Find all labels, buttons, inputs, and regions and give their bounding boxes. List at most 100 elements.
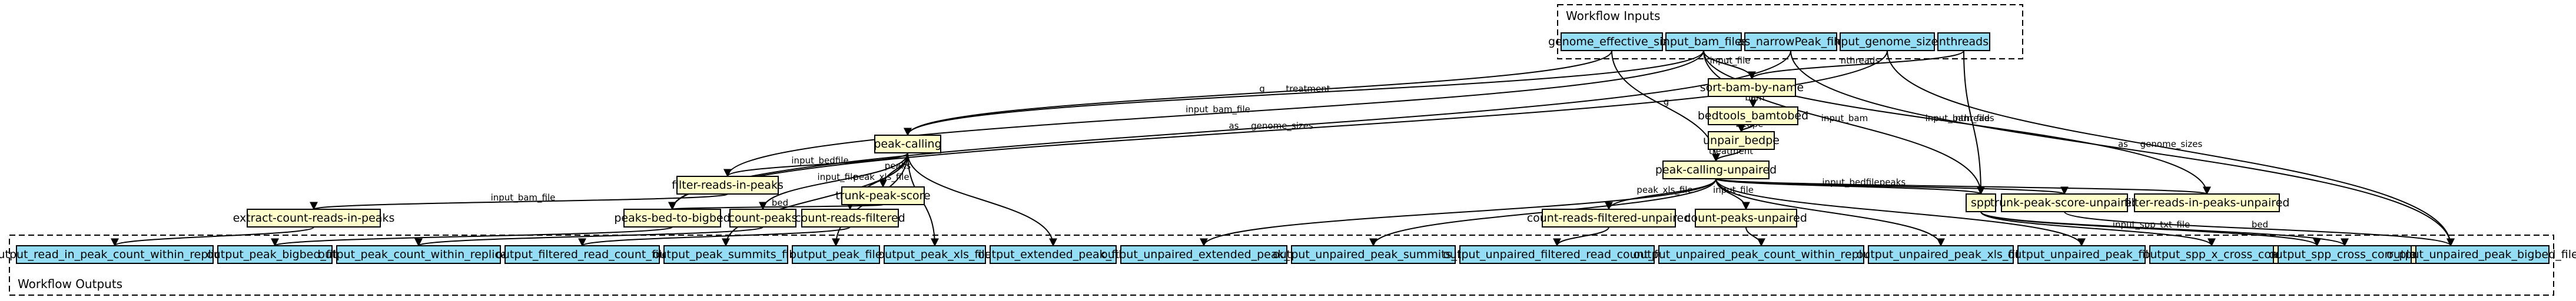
node-label: output_read_in_peak_count_within_replica…: [0, 248, 238, 261]
node-box: [2278, 245, 2412, 264]
edge-peak-calling-to-count-peaks: [759, 152, 908, 210]
node-peak-calling-unpaired: peak-calling-unpaired: [1655, 160, 1777, 179]
edge-extract-count-reads-in-peaks-to-output-read-in-peak-count-within-replicate: [111, 226, 314, 247]
edge-label: nthreads: [1841, 55, 1880, 66]
node-label: peak-calling-unpaired: [1655, 163, 1777, 176]
node-box: [1966, 193, 1996, 212]
node-output-spp-cross-corr-plot: output_spp_cross_corr_plot: [2269, 245, 2421, 264]
cluster-workflow-inputs: Workflow Inputs: [1557, 4, 2023, 59]
node-output-peak-xls-file: output_peak_xls_file: [878, 245, 992, 264]
node-label: output_unpaired_peak_bigbed_file: [2386, 248, 2576, 261]
edge-count-reads-filtered-to-output-filtered-read-count-file: [578, 226, 851, 247]
node-box: [1744, 32, 1837, 51]
node-bedtools-bamtobed: bedtools_bamtobed: [1698, 106, 1808, 125]
node-box: [2149, 245, 2274, 264]
node-input-genome-sizes: input_genome_sizes: [1831, 32, 1944, 51]
node-label: output_filtered_read_count_file: [496, 248, 669, 261]
node-label: output_unpaired_peak_file: [2008, 248, 2156, 261]
node-box: [1840, 32, 1935, 51]
cluster-label-outputs: Workflow Outputs: [18, 277, 122, 291]
node-box: [2415, 245, 2550, 264]
node-label: output_peak_summits_file: [653, 248, 799, 261]
node-output-peak-file: output_peak_file: [789, 245, 882, 264]
node-trunk-peak-score: trunk-peak-score: [835, 186, 931, 205]
node-output-unpaired-peak-summits-file: output_unpaired_peak_summits_file: [1273, 245, 1474, 264]
node-box: [1658, 245, 1864, 264]
edge-input-bam-files-to-filter-reads-in-peaks-unpaired: [1703, 50, 2211, 195]
edge-spp-to-extract-peak-frag-length: [1980, 211, 2321, 247]
node-filter-reads-in-peaks: filter-reads-in-peaks: [672, 176, 784, 195]
node-label: output_peak_count_within_replicate: [318, 248, 519, 261]
node-output-unpaired-peak-xls-file: output_unpaired_peak_xls_file: [1857, 245, 2026, 264]
node-extract-count-reads-in-peaks: extract-count-reads-in-peaks: [233, 209, 394, 228]
edge-label: g: [1259, 83, 1265, 94]
cluster-label-inputs: Workflow Inputs: [1566, 9, 1660, 23]
edge-label: nthreads: [1955, 113, 1994, 123]
node-label: spp: [1971, 196, 1991, 209]
edge-label: input_bam_file: [491, 192, 556, 203]
node-count-peaks: count-peaks: [729, 209, 797, 228]
node-box: [1542, 209, 1676, 228]
node-label: output_spp_cross_corr_plot: [2269, 248, 2421, 261]
node-output-read-in-peak-count-within-replicate: output_read_in_peak_count_within_replica…: [0, 245, 238, 264]
edge-nthreads-to-spp: [1963, 50, 1985, 195]
node-box: [792, 245, 880, 264]
edge-label: input_bedfile: [791, 155, 848, 166]
edge-peak-calling-unpaired-to-output-unpaired-extended-peak-file: [1200, 178, 1717, 247]
node-label: output_unpaired_peak_summits_file: [1273, 248, 1474, 261]
node-label: trunk-peak-score: [835, 189, 931, 202]
node-label: trunk-peak-score-unpaired: [1990, 196, 2139, 209]
node-label: output_spp_x_cross_corr: [2143, 248, 2280, 261]
edge-label: bed: [772, 198, 788, 208]
nodes-layer: genome_effective_sizeinput_bam_filesas_n…: [0, 32, 2576, 264]
node-box: [1561, 32, 1663, 51]
node-output-peak-bigbed-file: output_peak_bigbed_file: [207, 245, 343, 264]
edge-label: input_file: [1710, 55, 1751, 66]
node-trunk-peak-score-unpaired: trunk-peak-score-unpaired: [1990, 193, 2139, 212]
node-output-unpaired-extended-peak-file: output_unpaired_extended_peak_file: [1101, 245, 1307, 264]
node-box: [336, 245, 501, 264]
node-label: peaks-bed-to-bigbed: [614, 212, 730, 225]
node-box: [676, 176, 779, 195]
node-input-bam-files: input_bam_files: [1660, 32, 1747, 51]
node-label: output_unpaired_peak_xls_file: [1857, 248, 2026, 261]
node-output-unpaired-peak-count-within-replicate: output_unpaired_peak_count_within_replic…: [1634, 245, 1890, 264]
cluster-workflow-outputs: Workflow Outputs: [9, 235, 2554, 296]
edge-label: genome_sizes: [1251, 121, 1313, 132]
edge-peak-calling-unpaired-to-filter-reads-in-peaks-unpaired: [1715, 178, 2211, 195]
node-spp: spp: [1966, 193, 1996, 212]
node-output-peak-summits-file: output_peak_summits_file: [653, 245, 799, 264]
node-box: [1120, 245, 1287, 264]
node-filter-reads-in-peaks-unpaired: filter-reads-in-peaks-unpaired: [2124, 193, 2289, 212]
node-label: output_peak_bigbed_file: [207, 248, 343, 261]
edge-filter-reads-in-peaks-to-extract-count-reads-in-peaks: [310, 193, 728, 210]
edge-input-genome-sizes-to-peaks-bed-to-bigbed-unpaired: [1887, 50, 2455, 247]
edge-peak-calling-to-output-peak-summits-file: [722, 152, 908, 247]
node-box: [1708, 131, 1775, 150]
node-box: [729, 209, 796, 228]
node-box: [1708, 78, 1796, 97]
node-output-unpaired-peak-bigbed-file: output_unpaired_peak_bigbed_file: [2386, 245, 2576, 264]
edge-peak-calling-unpaired-to-output-unpaired-peak-file: [1715, 178, 2086, 247]
node-label: output_unpaired_peak_count_within_replic…: [1634, 248, 1890, 261]
node-output-unpaired-peak-file: output_unpaired_peak_file: [2008, 245, 2156, 264]
edge-input-bam-files-to-peak-calling: [904, 50, 1704, 136]
node-box: [841, 186, 925, 205]
node-label: sort-bam-by-name: [1700, 81, 1804, 94]
node-label: nthreads: [1939, 35, 1989, 48]
edge-peak-calling-to-output-extended-peak-file: [907, 152, 1057, 247]
edge-label: genome_sizes: [2140, 139, 2203, 150]
node-output-extended-peak-file: output_extended_peak_file: [978, 245, 1128, 264]
node-box: [504, 245, 660, 264]
edge-as-narrowPeak-file-to-peaks-bed-to-bigbed-unpaired: [1790, 50, 2455, 247]
edge-trunk-peak-score-to-peaks-bed-to-bigbed: [669, 201, 884, 210]
node-box: [1459, 245, 1655, 264]
node-label: output_peak_xls_file: [878, 248, 992, 261]
edge-label: input_bam_file: [1926, 113, 1990, 124]
node-label: peak-calling: [874, 138, 941, 150]
node-label: count-reads-filtered: [795, 212, 905, 225]
node-box: [1868, 245, 2014, 264]
node-output-filtered-read-count-file: output_filtered_read_count_file: [496, 245, 669, 264]
edge-peak-calling-unpaired-to-output-unpaired-peak-xls-file: [1715, 178, 1945, 247]
edge-label: bed: [2252, 219, 2268, 230]
